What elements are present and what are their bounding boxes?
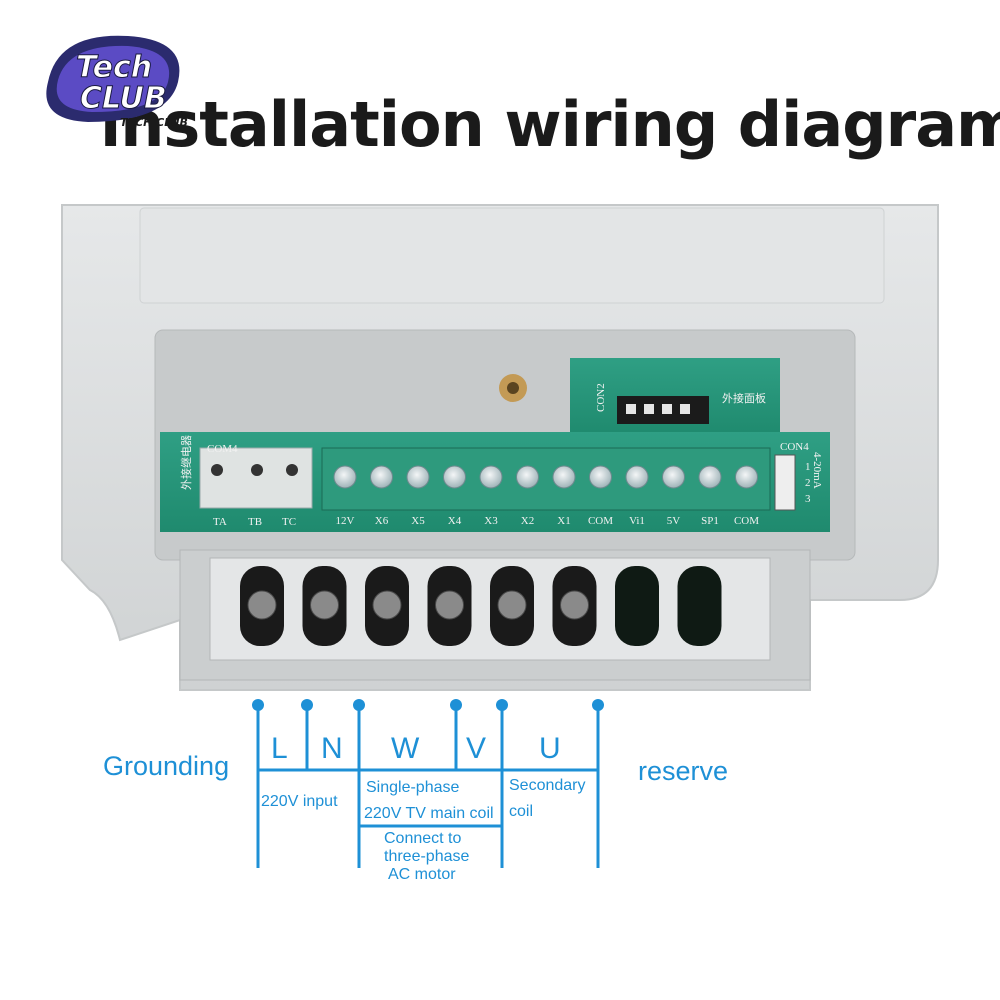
terminal-dot [252, 699, 264, 711]
power-terminal-screw [310, 590, 339, 620]
terminal-screw [698, 465, 722, 489]
power-terminal-screw [247, 590, 277, 620]
signal-terminal-label: X3 [484, 515, 498, 527]
panel-label: 外接面板 [722, 391, 766, 405]
signal-terminal-label: COM [734, 515, 759, 527]
signal-terminal-label: X2 [521, 515, 534, 527]
motor-label: Connect to [384, 830, 461, 847]
motor-label-3: AC motor [388, 866, 456, 883]
relay-label: 外接继电器 [180, 435, 193, 490]
con4-side-text: 4-20mA [811, 452, 823, 489]
power-terminal-screw [497, 590, 527, 620]
terminal-screw [662, 465, 685, 489]
terminal-screw [479, 465, 503, 489]
power-terminal-slot [677, 566, 722, 646]
signal-terminal-label: Vi1 [629, 515, 645, 527]
terminal-letter-u: U [539, 732, 561, 765]
svg-text:TECH CLUB: TECH CLUB [120, 116, 188, 129]
con2-label: CON2 [595, 383, 607, 412]
wiring-diagram: L N W V U Grounding reserve 220V input S… [103, 699, 728, 883]
con4-pin: 1 [805, 461, 811, 473]
signal-terminal-label: 5V [667, 515, 681, 527]
signal-terminal-label: 12V [336, 515, 355, 527]
relay-terminal: TA [213, 516, 227, 528]
com4-label: COM4 [207, 443, 238, 455]
svg-text:CLUB: CLUB [80, 81, 167, 116]
relay-terminal: TB [248, 516, 262, 528]
terminal-letter-n: N [321, 732, 343, 765]
terminal-screw [443, 465, 466, 489]
svg-text:Tech: Tech [76, 50, 152, 85]
power-terminal-slot [615, 566, 659, 646]
signal-terminal-label: X4 [448, 515, 462, 527]
terminal-letter-w: W [391, 732, 420, 765]
power-terminal-screw [372, 590, 402, 620]
terminal-dot [496, 699, 508, 711]
inverter-device: CON2 外接面板 外接继电器 COM4 TA TB TC 12V X6 X5 X4 X… [61, 204, 939, 691]
power-terminal-screw [560, 590, 589, 620]
terminal-dot [301, 699, 313, 711]
terminal-screw [625, 465, 649, 489]
terminal-screw [589, 465, 612, 489]
relay-terminal: TC [282, 516, 296, 528]
terminal-screw [735, 465, 758, 489]
signal-terminal-label: X1 [557, 515, 570, 527]
page-title: installation wiring diagram [100, 88, 1000, 161]
terminal-dot [450, 699, 462, 711]
reserve-label: reserve [638, 756, 728, 786]
tech-club-logo: Tech CLUB TECH CLUB [46, 35, 188, 129]
power-terminal-screw [435, 590, 464, 620]
terminal-dot [592, 699, 604, 711]
terminal-screw [370, 465, 393, 489]
secondary-label: Secondary [509, 777, 586, 794]
signal-terminal-label: X5 [411, 515, 425, 527]
terminal-letter-l: L [271, 732, 288, 765]
single-phase-label-2: 220V TV main coil [364, 805, 494, 822]
input-label: 220V input [261, 793, 338, 810]
terminal-dot [353, 699, 365, 711]
signal-terminal-label: SP1 [701, 515, 719, 527]
signal-terminal-label: X6 [375, 515, 389, 527]
con4-label: CON4 [780, 441, 809, 453]
signal-terminal-label: COM [588, 515, 613, 527]
grounding-label: Grounding [103, 751, 229, 781]
con4-pin: 3 [805, 493, 811, 505]
secondary-label-2: coil [509, 803, 533, 820]
terminal-screw [552, 465, 576, 489]
terminal-letter-v: V [466, 732, 486, 765]
terminal-screw [516, 465, 539, 489]
con4-pin: 2 [805, 477, 811, 489]
motor-label-2: three-phase [384, 848, 469, 865]
single-phase-label: Single-phase [366, 779, 460, 796]
terminal-screw [333, 465, 357, 489]
terminal-screw [406, 465, 430, 489]
